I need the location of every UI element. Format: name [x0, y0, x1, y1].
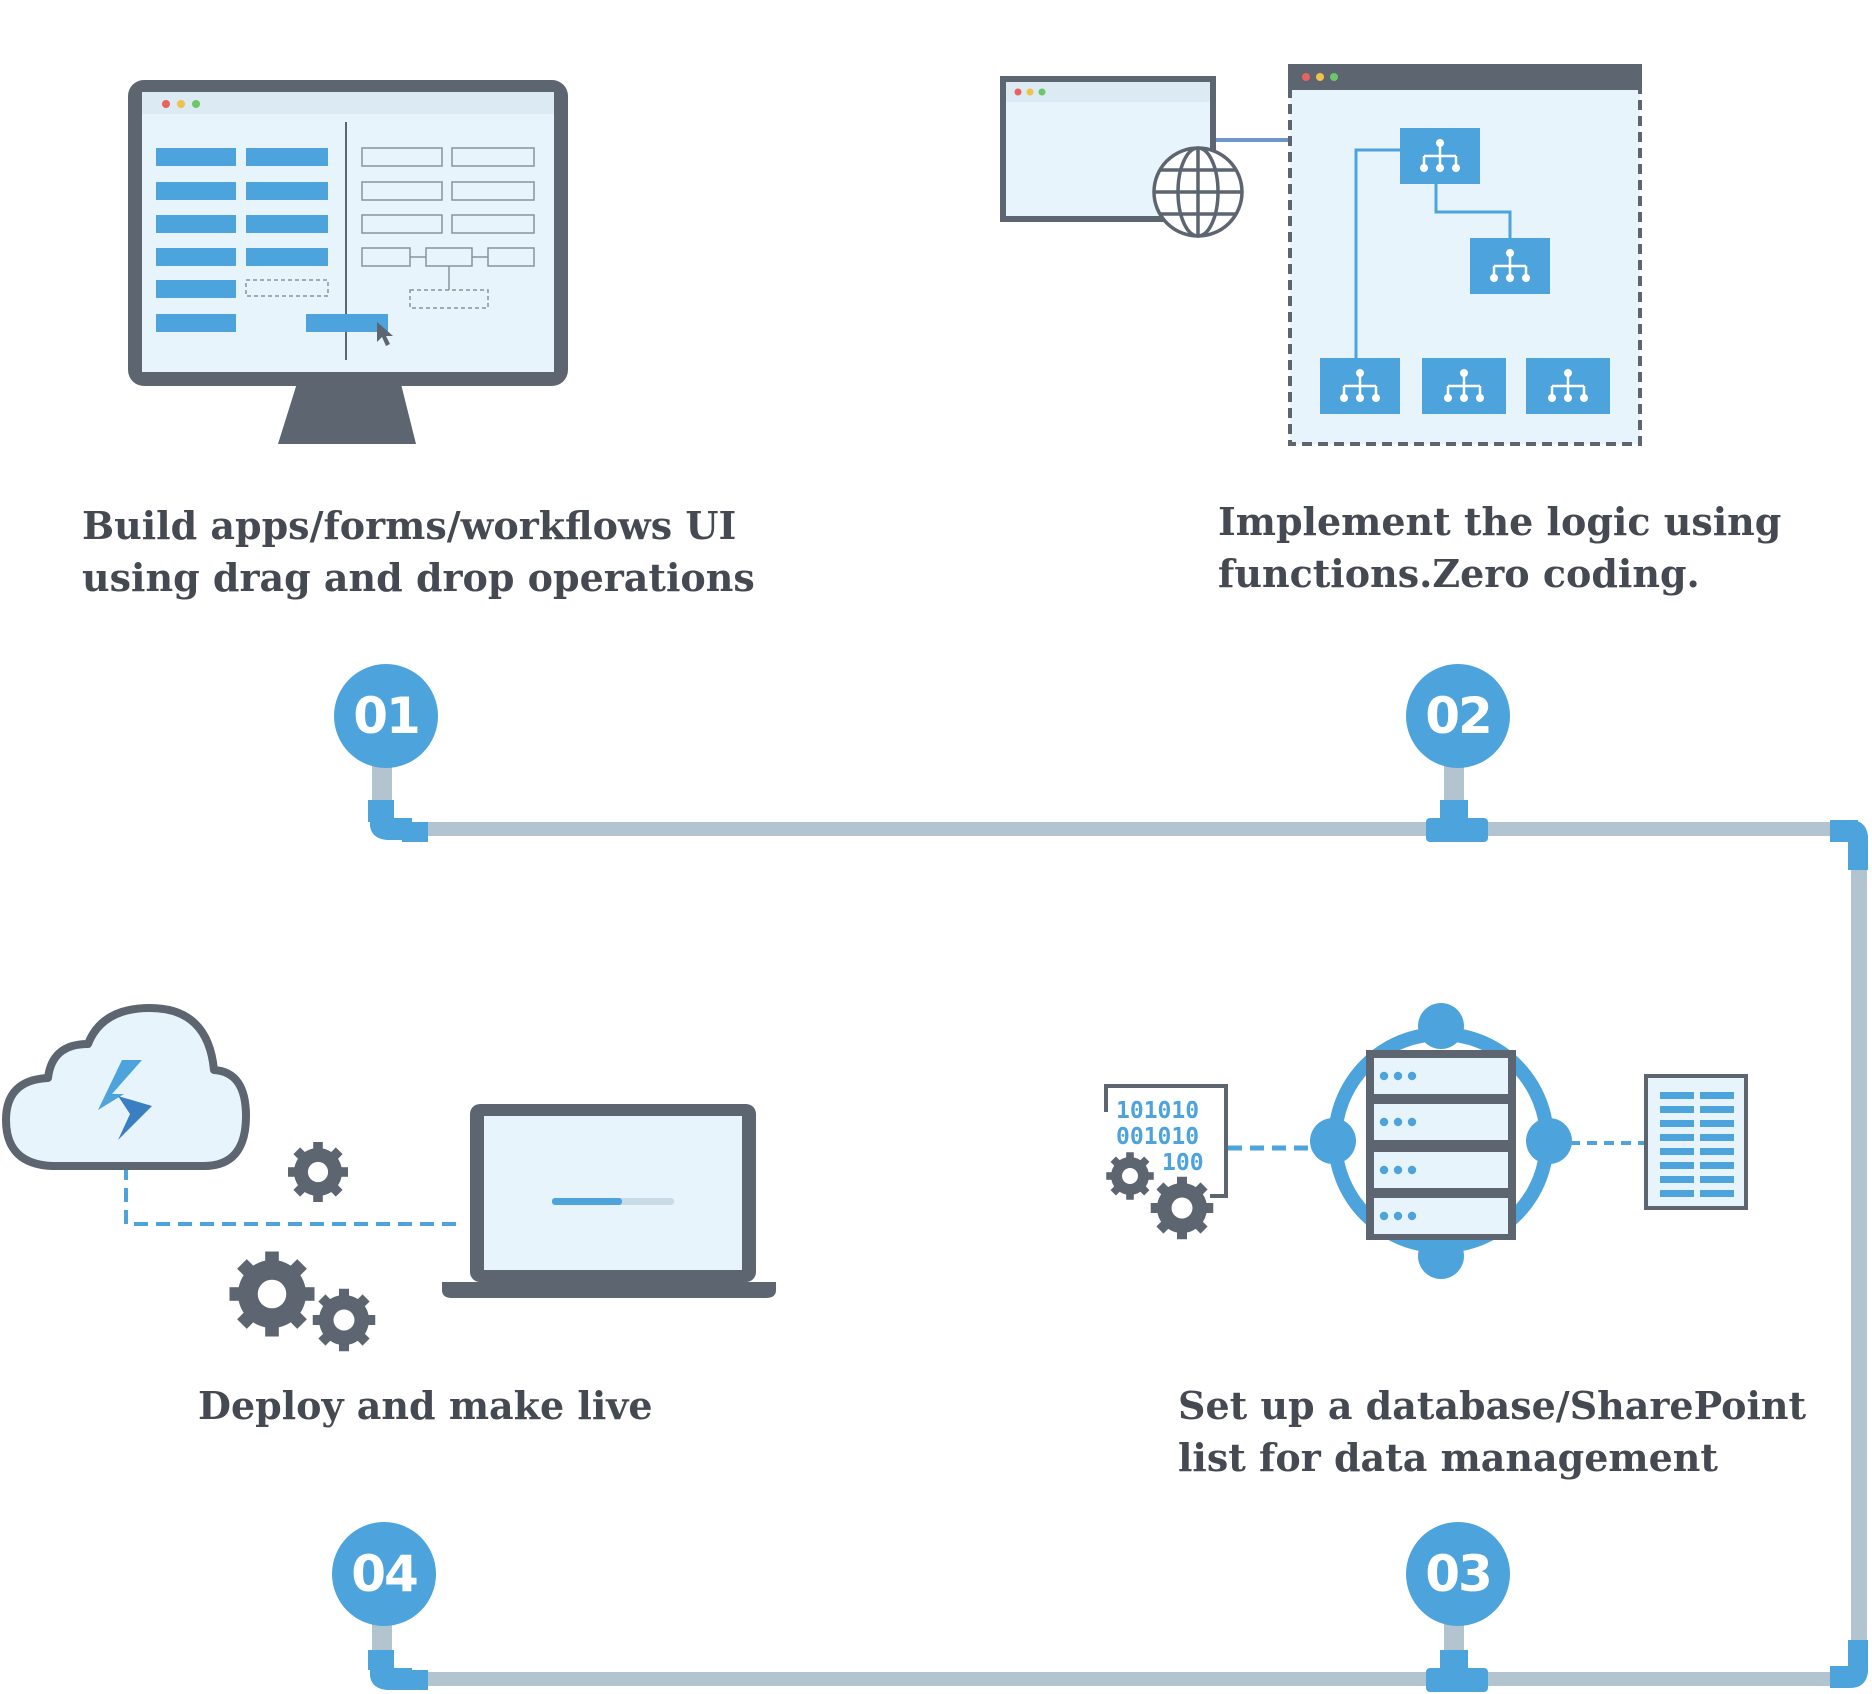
server-icon — [1310, 1003, 1572, 1279]
sitemap-icon — [1422, 358, 1506, 414]
stem-01 — [372, 762, 392, 808]
logic-illustration — [1000, 64, 1642, 446]
gear-icon — [229, 1251, 315, 1337]
step-02-caption-line-1: Implement the logic using — [1218, 499, 1782, 544]
pipe-bottom — [400, 1672, 1830, 1686]
step-03-caption-line-2: list for data management — [1178, 1435, 1718, 1480]
step-03-caption: Set up a database/SharePoint list for da… — [1178, 1380, 1806, 1484]
elbow-top-right — [1830, 820, 1868, 870]
step-02-caption: Implement the logic using functions.Zero… — [1218, 496, 1781, 600]
server-unit — [1374, 1198, 1508, 1234]
binary-line-3: 100 — [1162, 1150, 1204, 1176]
gear-group-database — [1106, 1152, 1214, 1240]
sitemap-group — [1320, 128, 1610, 414]
connector-pipes — [368, 762, 1868, 1692]
step-01-caption-line-1: Build apps/forms/workflows UI — [82, 503, 737, 548]
sitemap-icon — [1320, 358, 1400, 414]
binary-line-2: 001010 — [1116, 1124, 1199, 1150]
step-01-caption-line-2: using drag and drop operations — [82, 555, 755, 600]
step-02-caption-line-2: functions.Zero coding. — [1218, 551, 1700, 596]
gear-icon — [312, 1288, 376, 1352]
gear-icon — [1106, 1152, 1154, 1200]
binary-document-icon: 101010 001010 100 — [1104, 1084, 1228, 1198]
cloud-icon — [2, 1004, 250, 1170]
document-icon — [1644, 1074, 1748, 1210]
server-unit — [1374, 1152, 1508, 1188]
monitor-icon — [128, 80, 568, 444]
tee-03 — [1426, 1650, 1488, 1692]
step-02-badge: 02 — [1406, 664, 1510, 768]
deploy-illustration — [2, 1004, 776, 1352]
server-unit — [1374, 1058, 1508, 1094]
step-01-badge: 01 — [334, 664, 438, 768]
sitemap-icon — [1470, 238, 1550, 294]
sitemap-icon — [1526, 358, 1610, 414]
deploy-progress-bar — [552, 1198, 622, 1205]
elbow-04 — [368, 1650, 428, 1690]
elbow-01 — [368, 800, 428, 842]
step-04-caption: Deploy and make live — [198, 1380, 653, 1432]
pipe-right — [1851, 846, 1867, 1646]
laptop-icon — [442, 1104, 776, 1298]
step-03-caption-line-1: Set up a database/SharePoint — [1178, 1383, 1807, 1428]
logo-mark — [98, 1060, 142, 1110]
pipe-top — [400, 822, 1830, 836]
tee-02 — [1426, 800, 1488, 842]
elbow-bottom-right — [1830, 1640, 1868, 1688]
gear-icon — [288, 1142, 348, 1202]
database-illustration: 101010 001010 100 — [1104, 1003, 1748, 1279]
step-04-badge: 04 — [332, 1522, 436, 1626]
cursor-icon — [377, 322, 393, 346]
sitemap-icon — [1400, 128, 1480, 184]
binary-line-1: 101010 — [1116, 1098, 1199, 1124]
server-unit — [1374, 1104, 1508, 1140]
globe-icon — [1152, 146, 1244, 238]
step-03-badge: 03 — [1406, 1522, 1510, 1626]
gear-icon — [1150, 1176, 1214, 1240]
gear-group-deploy — [229, 1142, 376, 1352]
step-01-caption: Build apps/forms/workflows UI using drag… — [82, 500, 755, 604]
step-04-caption-line-1: Deploy and make live — [198, 1383, 653, 1428]
stem-02 — [1444, 762, 1464, 810]
